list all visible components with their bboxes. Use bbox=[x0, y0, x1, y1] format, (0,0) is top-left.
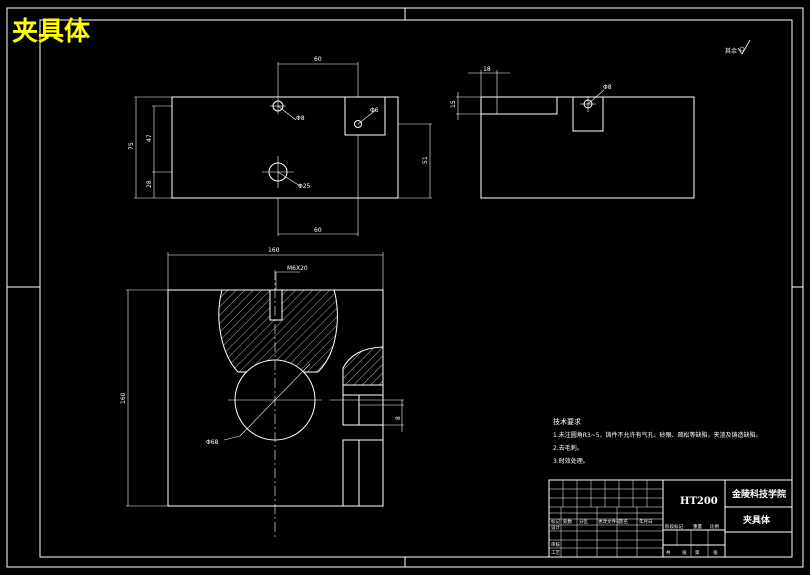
dim-front-width: 160 bbox=[268, 247, 280, 254]
tb-col-label-1: 分区 bbox=[579, 518, 588, 525]
tb-col-label-3: 签名 bbox=[619, 518, 628, 525]
outer-frame bbox=[6, 7, 804, 568]
drawing-title: 夹具体 bbox=[12, 17, 91, 47]
tb-sheet-label-2: 第 bbox=[695, 549, 700, 556]
dim-hole-large: Φ25 bbox=[298, 183, 311, 190]
top-view bbox=[134, 62, 432, 236]
dim-left-upper: 47 bbox=[146, 134, 153, 142]
tb-sheet-label-3: 张 bbox=[713, 549, 718, 556]
front-view bbox=[126, 252, 404, 540]
tb-material: HT200 bbox=[680, 496, 718, 507]
tb-row-label-3: 工艺 bbox=[551, 550, 560, 556]
dim-hole-small-a: Φ8 bbox=[296, 115, 305, 122]
dim-left-lower: 28 bbox=[146, 180, 153, 188]
tb-col-label-4: 年月日 bbox=[639, 518, 653, 525]
notes-line-1: 1.未注圆角R3~5，铸件不允许有气孔、砂眼、疏松等缺陷，夹渣及铸造缺陷。 bbox=[553, 431, 762, 439]
tb-row-label-2: 审核 bbox=[551, 541, 560, 548]
roughness-mark: 其余 bbox=[725, 39, 751, 55]
tb-part-name: 夹具体 bbox=[743, 514, 771, 526]
tb-row-label-1: 设计 bbox=[551, 524, 560, 531]
tb-sheet-label-1: 张 bbox=[682, 549, 687, 556]
dim-left-overall: 75 bbox=[128, 142, 135, 150]
tb-row-label-0: 标记 bbox=[551, 518, 560, 525]
tb-stage-label-1: 重量 bbox=[693, 523, 702, 530]
dim-bore: Φ68 bbox=[206, 439, 219, 446]
dim-right-height: 51 bbox=[422, 156, 429, 164]
dim-front-height: 160 bbox=[120, 392, 127, 404]
side-view bbox=[456, 70, 695, 199]
dim-top-width: 60 bbox=[314, 56, 322, 63]
notes-line-2: 2.去毛刺。 bbox=[553, 444, 583, 452]
dim-side-hole: Φ8 bbox=[603, 84, 612, 91]
notes-heading: 技术要求 bbox=[553, 417, 581, 426]
inner-frame bbox=[39, 19, 793, 558]
dim-slot-width: 18 bbox=[483, 66, 491, 73]
tb-col-label-0: 处数 bbox=[563, 518, 572, 525]
dim-slot-depth: 15 bbox=[450, 100, 457, 108]
centering-marks bbox=[7, 8, 803, 567]
tb-stage-label-0: 阶段标记 bbox=[665, 523, 683, 530]
title-block bbox=[548, 479, 793, 558]
dim-slot: 8 bbox=[395, 416, 402, 420]
tb-sheet-label-0: 共 bbox=[666, 549, 671, 556]
dim-thread: M6X20 bbox=[287, 265, 308, 272]
dim-hole-small-b: Φ6 bbox=[370, 107, 379, 114]
notes-line-3: 3.时效处理。 bbox=[553, 457, 589, 465]
tb-stage-label-2: 比例 bbox=[710, 523, 719, 530]
tb-school: 金陵科技学院 bbox=[731, 488, 786, 500]
tb-col-label-2: 更改文件号 bbox=[598, 518, 621, 525]
roughness-label: 其余 bbox=[725, 47, 737, 55]
dim-bottom-width: 60 bbox=[314, 227, 322, 234]
